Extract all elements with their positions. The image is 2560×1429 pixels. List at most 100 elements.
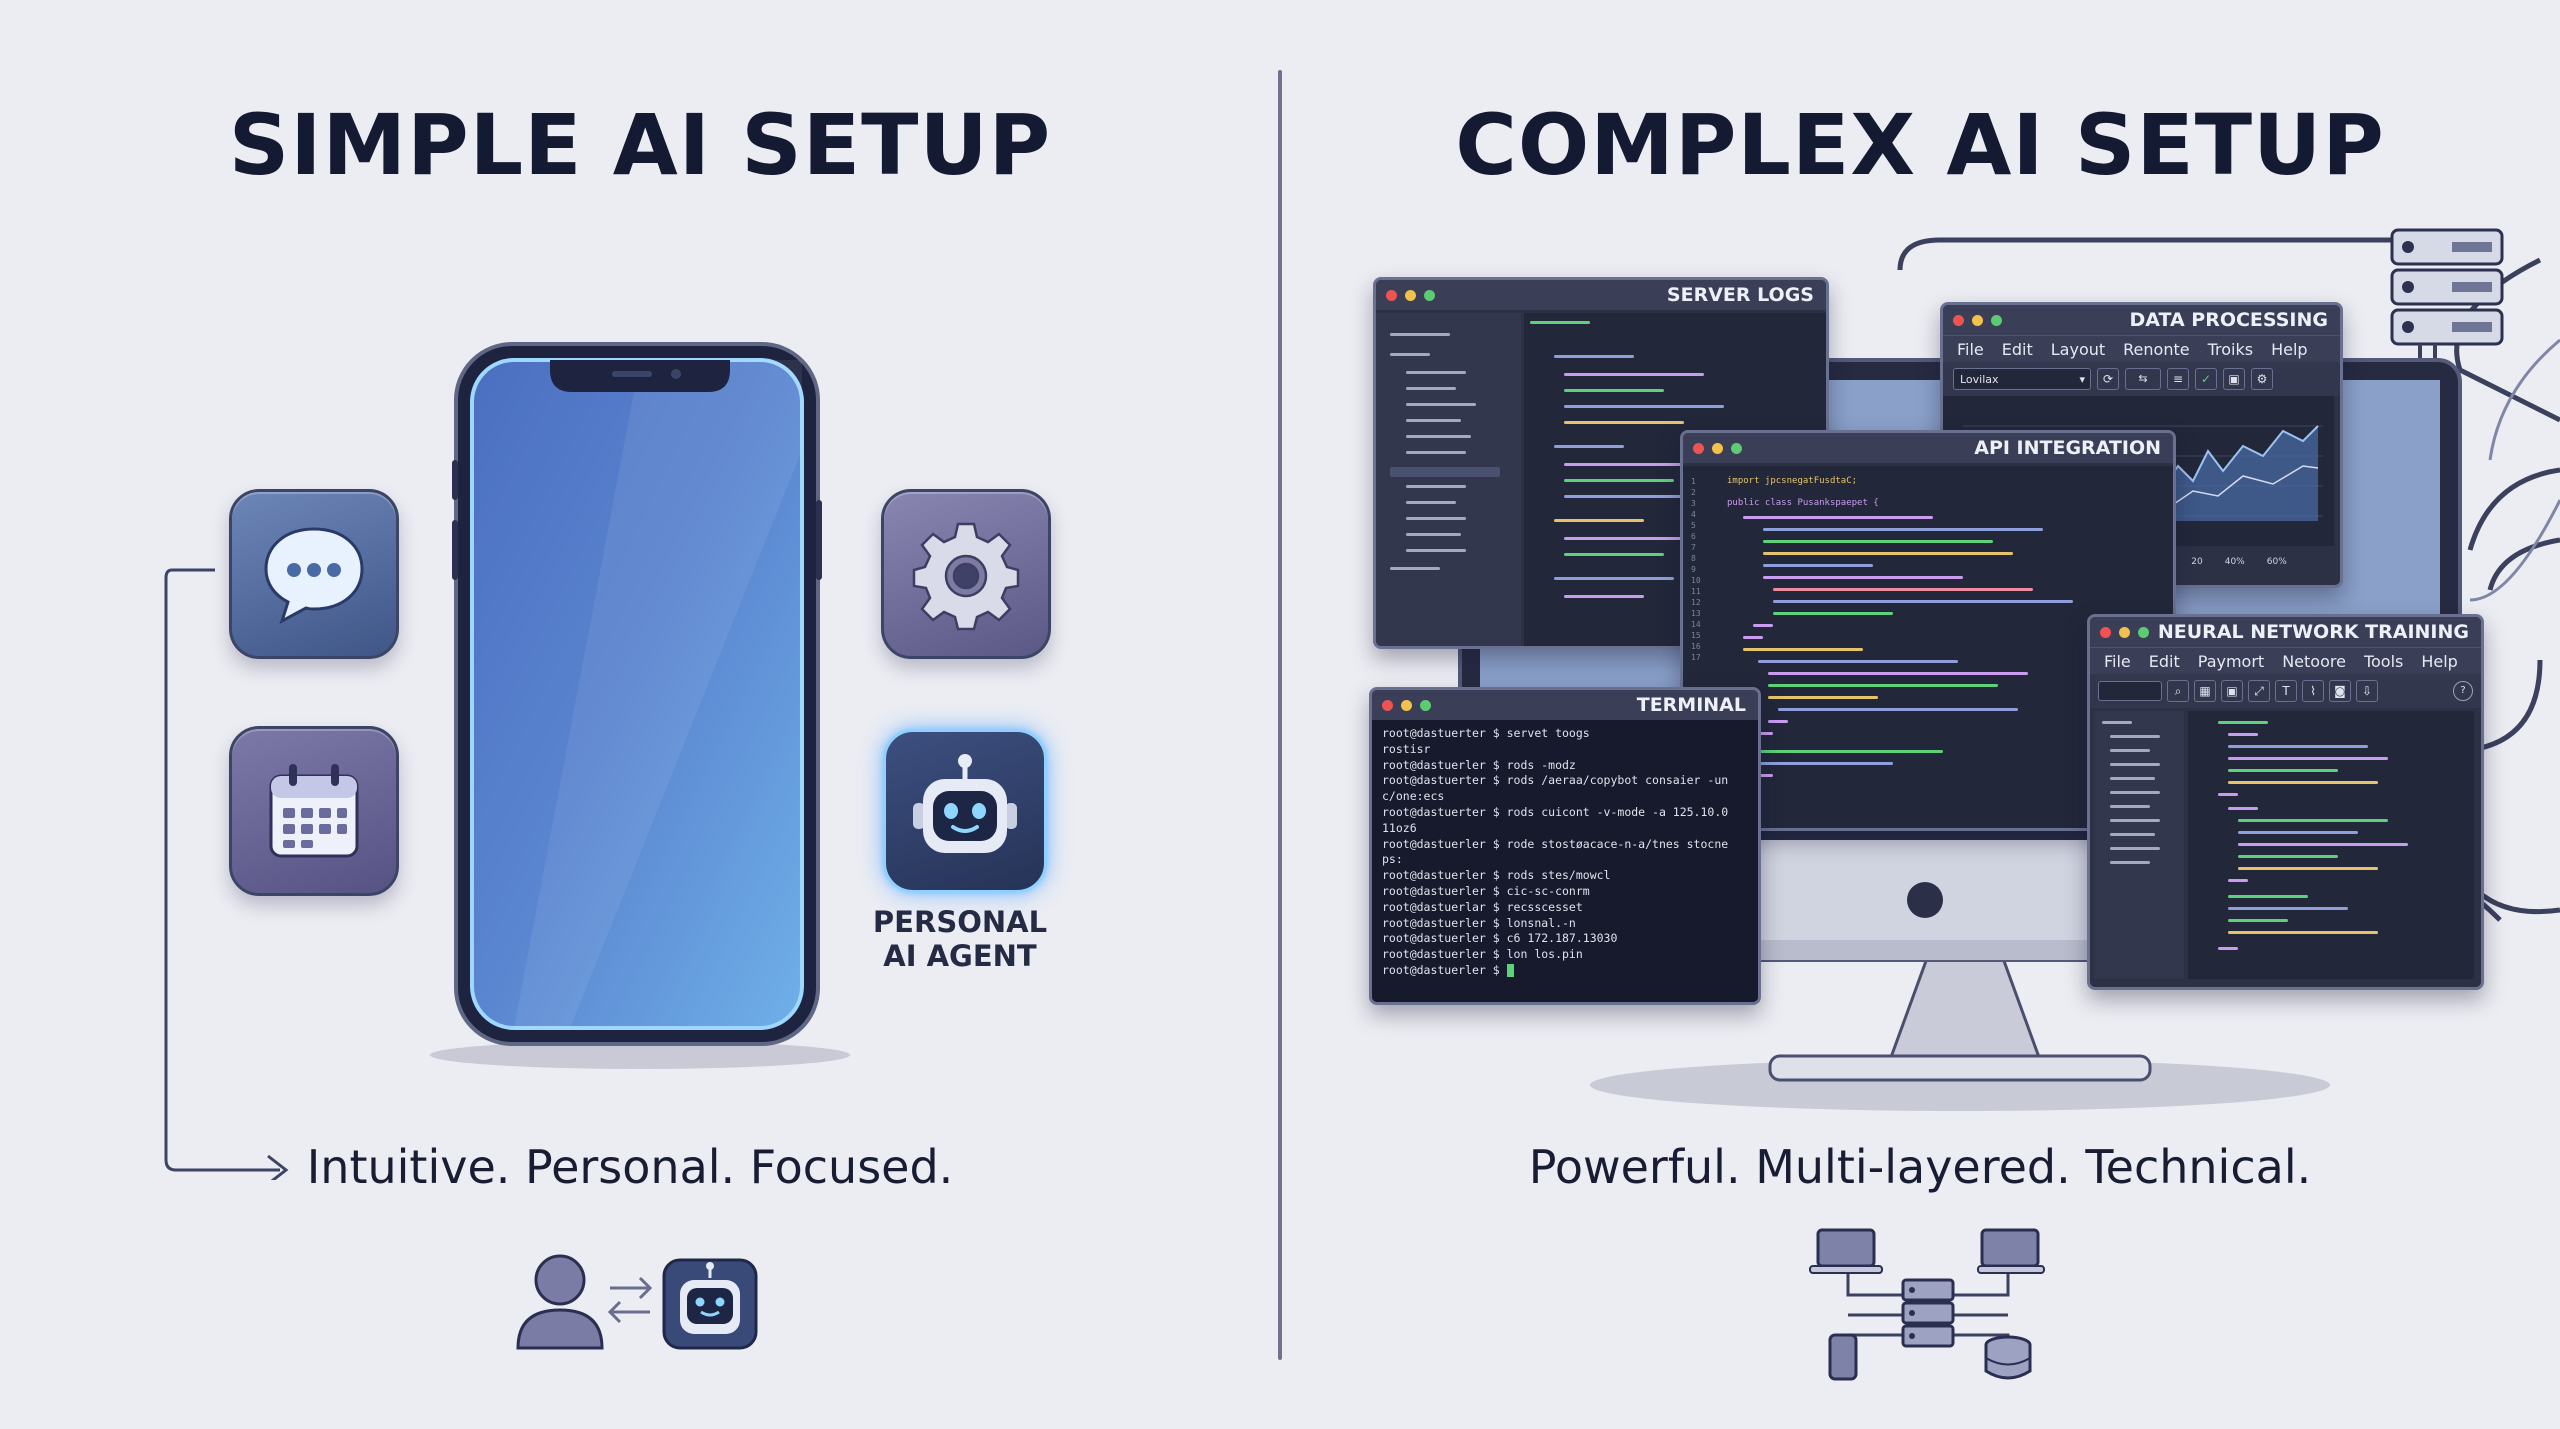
save-tool-icon[interactable]: ▣	[2223, 368, 2245, 390]
code-import-line: import jpcsnegatFusdtaC;	[1727, 476, 1858, 486]
data-processing-title: DATA PROCESSING	[2129, 309, 2328, 331]
menu-edit[interactable]: Edit	[2001, 339, 2033, 359]
check-tool-icon[interactable]: ✓	[2195, 368, 2217, 390]
minimize-dot[interactable]	[1972, 314, 1983, 326]
terminal-line: ps:	[1382, 852, 1403, 867]
neural-network-title: NEURAL NETWORK TRAINING	[2157, 621, 2469, 643]
complex-setup-title: COMPLEX AI SETUP	[1455, 96, 2385, 194]
terminal-titlebar[interactable]: TERMINAL	[1372, 690, 1758, 720]
cursor	[1506, 963, 1514, 977]
terminal-window[interactable]: TERMINAL root@dastuerter $ servet toogs …	[1369, 687, 1761, 1005]
section-divider	[1278, 70, 1282, 1360]
server-logs-titlebar[interactable]: SERVER LOGS	[1376, 280, 1826, 310]
nn-code[interactable]	[2188, 711, 2474, 979]
close-dot[interactable]	[1693, 442, 1704, 454]
data-source-dropdown[interactable]: Lovilax ▾	[1953, 368, 2091, 390]
help-icon[interactable]: ?	[2453, 681, 2473, 701]
close-dot[interactable]	[1382, 699, 1393, 711]
settings-app-icon[interactable]	[881, 489, 1051, 659]
terminal-output[interactable]: root@dastuerter $ servet toogs rostisr r…	[1372, 720, 1758, 1002]
settings-tool-icon[interactable]: ⚙	[2251, 368, 2273, 390]
text-icon[interactable]: T	[2275, 680, 2297, 702]
chat-bubble-icon	[264, 527, 364, 625]
neural-network-window[interactable]: NEURAL NETWORK TRAINING File Edit Paymor…	[2087, 614, 2484, 990]
simple-tagline: Intuitive. Personal. Focused.	[306, 1140, 954, 1194]
menu-netoore[interactable]: Netoore	[2282, 651, 2346, 671]
expand-icon[interactable]: ⤢	[2248, 680, 2270, 702]
terminal-line: root@dastuerlar $ recsscesset	[1382, 899, 1583, 914]
menu-renonte[interactable]: Renonte	[2123, 339, 2190, 359]
agent-label-line2: AI AGENT	[883, 939, 1037, 973]
menu-tools[interactable]: Tools	[2363, 651, 2404, 671]
smartphone	[430, 342, 850, 1069]
maximize-dot[interactable]	[2138, 626, 2149, 638]
terminal-line: root@dastuerler $ c6 172.187.13030	[1382, 931, 1618, 946]
minimize-dot[interactable]	[1712, 442, 1723, 454]
phone-icon	[1828, 1333, 1858, 1381]
neural-network-titlebar[interactable]: NEURAL NETWORK TRAINING	[2090, 617, 2481, 647]
nn-search-field[interactable]	[2098, 681, 2162, 701]
laptop-icon	[1809, 1228, 1883, 1274]
menu-help[interactable]: Help	[2271, 339, 2308, 359]
terminal-line: root@dastuerler $ rode stostøacace-n-a/t…	[1382, 836, 1729, 851]
minimize-dot[interactable]	[2119, 626, 2130, 638]
user-icon	[516, 1254, 604, 1350]
menu-file[interactable]: File	[2104, 651, 2131, 671]
menu-troiks[interactable]: Troiks	[2207, 339, 2254, 359]
database-icon	[1984, 1335, 2032, 1380]
api-integration-titlebar[interactable]: API INTEGRATION	[1683, 433, 2173, 463]
chat-app-icon[interactable]	[229, 489, 399, 659]
grid-icon[interactable]: ▦	[2194, 680, 2216, 702]
menu-layout[interactable]: Layout	[2050, 339, 2106, 359]
monitor-small-icon	[1977, 1228, 2045, 1274]
close-dot[interactable]	[1386, 289, 1397, 301]
close-dot[interactable]	[2100, 626, 2111, 638]
maximize-dot[interactable]	[1731, 442, 1742, 454]
server-stack-icon	[1901, 1278, 1955, 1348]
simple-setup-title: SIMPLE AI SETUP	[228, 96, 1052, 194]
refresh-tool-icon[interactable]: ⟳	[2097, 368, 2119, 390]
terminal-title: TERMINAL	[1636, 694, 1746, 716]
swap-tool-icon[interactable]: ⇆	[2125, 368, 2161, 390]
save-icon[interactable]: ▣	[2221, 680, 2243, 702]
data-processing-menubar: File Edit Layout Renonte Troiks Help	[1943, 335, 2340, 362]
minimize-dot[interactable]	[1405, 289, 1416, 301]
terminal-line: root@dastuerler $ lon los.pin	[1382, 947, 1583, 962]
maximize-dot[interactable]	[1420, 699, 1431, 711]
agent-label-line1: PERSONAL	[872, 905, 1048, 939]
user-agent-exchange	[516, 1254, 758, 1350]
terminal-line: c/one:ecs	[1382, 789, 1445, 804]
maximize-dot[interactable]	[1424, 289, 1435, 301]
tick-label: 60%	[2266, 557, 2287, 567]
ai-agent-app-icon[interactable]	[883, 729, 1047, 893]
list-tool-icon[interactable]: ≡	[2167, 368, 2189, 390]
graph-icon[interactable]: ⌇	[2302, 680, 2324, 702]
minimize-dot[interactable]	[1401, 699, 1412, 711]
maximize-dot[interactable]	[1991, 314, 2002, 326]
menu-help[interactable]: Help	[2421, 651, 2458, 671]
nn-sidebar[interactable]	[2094, 711, 2184, 979]
agent-label: PERSONAL AI AGENT	[860, 905, 1060, 973]
close-dot[interactable]	[1953, 314, 1964, 326]
menu-edit[interactable]: Edit	[2148, 651, 2180, 671]
terminal-line: root@dastuerler $ lonsnal.-n	[1382, 915, 1576, 930]
terminal-line: root@dastuerler $ cic-sc-conrm	[1382, 883, 1590, 898]
terminal-line: root@dastuerler $ rods -modz	[1382, 757, 1576, 772]
terminal-prompt: root@dastuerler $	[1382, 962, 1500, 977]
server-logs-sidebar[interactable]	[1376, 313, 1521, 646]
data-processing-titlebar[interactable]: DATA PROCESSING	[1943, 305, 2340, 335]
tick-label: 40%	[2224, 557, 2245, 567]
menu-file[interactable]: File	[1957, 339, 1984, 359]
camera-icon[interactable]: ◙	[2329, 680, 2351, 702]
chevron-down-icon: ▾	[2079, 372, 2085, 386]
terminal-prompt-line[interactable]: root@dastuerler $	[1382, 963, 1748, 979]
download-icon[interactable]: ⇩	[2356, 680, 2378, 702]
code-class-line: public class Pusankspaepet {	[1727, 498, 1879, 508]
menu-paymort[interactable]: Paymort	[2197, 651, 2265, 671]
terminal-line: rostisr	[1382, 741, 1431, 756]
calendar-app-icon[interactable]	[229, 726, 399, 896]
search-icon[interactable]: ⌕	[2167, 680, 2189, 702]
neural-network-menubar: File Edit Paymort Netoore Tools Help	[2090, 647, 2481, 674]
tick-label: 20	[2191, 557, 2203, 567]
terminal-line: root@dastuerler $ rods stes/mowcl	[1382, 868, 1611, 883]
